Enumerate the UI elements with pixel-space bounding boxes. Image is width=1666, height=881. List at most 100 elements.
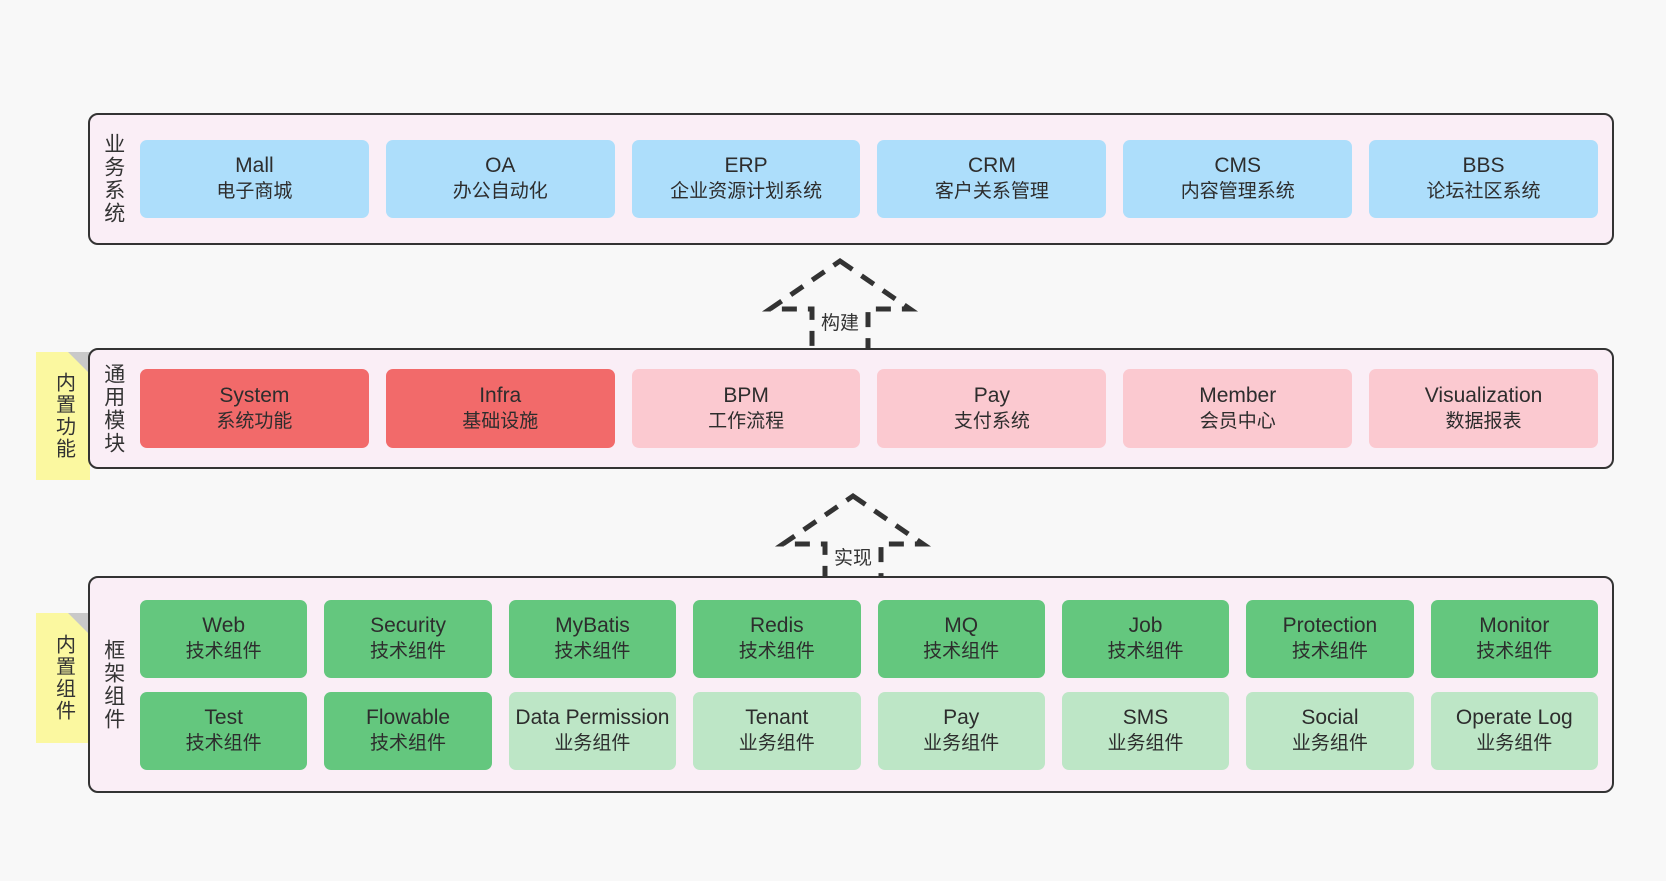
arrow-implement: 实现	[773, 490, 933, 590]
card-title: Test	[204, 705, 243, 729]
card-title: Web	[202, 613, 246, 637]
arrow-build-shape	[761, 257, 919, 355]
card-title: Monitor	[1479, 613, 1550, 637]
card-subtitle: 业务组件	[738, 732, 815, 754]
framework-card-mybatis[interactable]: MyBatis 技术组件	[508, 599, 677, 678]
card-subtitle: 内容管理系统	[1180, 181, 1295, 203]
card-subtitle: 工作流程	[708, 410, 785, 432]
card-title: MQ	[944, 613, 979, 637]
module-card-visualization[interactable]: Visualization 数据报表	[1369, 369, 1598, 448]
card-title: Mall	[235, 154, 274, 178]
module-card-pay[interactable]: Pay 支付系统	[877, 369, 1107, 448]
card-subtitle: 技术组件	[1291, 640, 1368, 662]
card-title: Redis	[749, 613, 804, 637]
framework-card-test[interactable]: Test 技术组件	[140, 691, 308, 770]
note-builtin-features-label: 内置功能	[52, 372, 75, 460]
card-title: CMS	[1214, 154, 1262, 178]
card-subtitle: 系统功能	[216, 410, 293, 432]
card-title: Pay	[973, 383, 1010, 407]
framework-card-social[interactable]: Social 业务组件	[1246, 691, 1414, 770]
framework-card-sms[interactable]: SMS 业务组件	[1061, 691, 1230, 770]
card-title: BPM	[723, 383, 769, 407]
card-title: Operate Log	[1455, 705, 1573, 729]
layer-business-systems-title: 业务系统	[101, 133, 125, 225]
card-subtitle: 办公自动化	[452, 181, 548, 203]
framework-card-tenant[interactable]: Tenant 业务组件	[693, 691, 861, 770]
layer-common-modules-title: 通用模块	[101, 362, 125, 455]
framework-card-security[interactable]: Security 技术组件	[324, 599, 492, 678]
card-title: Pay	[943, 705, 980, 729]
card-title: Member	[1199, 383, 1277, 407]
card-subtitle: 论坛社区系统	[1426, 181, 1541, 203]
card-subtitle: 企业资源计划系统	[670, 181, 823, 203]
card-subtitle: 技术组件	[923, 640, 1000, 662]
card-title: Data Permission	[515, 705, 670, 729]
card-title: Security	[370, 613, 446, 637]
card-title: Tenant	[745, 705, 809, 729]
module-card-infra[interactable]: Infra 基础设施	[385, 369, 615, 448]
framework-card-web[interactable]: Web 技术组件	[140, 599, 308, 678]
card-subtitle: 基础设施	[462, 410, 539, 432]
card-title: SMS	[1122, 705, 1169, 729]
note-builtin-features: 内置功能	[36, 352, 90, 480]
framework-card-protection[interactable]: Protection 技术组件	[1246, 599, 1414, 678]
card-subtitle: 技术组件	[1107, 640, 1184, 662]
module-card-bpm[interactable]: BPM 工作流程	[631, 369, 861, 448]
layer-common-modules: 通用模块 System 系统功能 Infra 基础设施 BPM 工作流程 Pay 支付系统 Me…	[88, 348, 1614, 469]
framework-card-mq[interactable]: MQ 技术组件	[877, 599, 1045, 678]
card-subtitle: 技术组件	[554, 640, 631, 662]
note-fold-corner-icon	[68, 352, 90, 374]
card-subtitle: 客户关系管理	[934, 181, 1049, 203]
arrow-implement-shape	[774, 492, 932, 590]
business-card-cms[interactable]: CMS 内容管理系统	[1123, 140, 1353, 218]
card-subtitle: 技术组件	[370, 640, 447, 662]
card-title: CRM	[967, 154, 1016, 178]
card-title: Flowable	[366, 705, 451, 729]
framework-card-data-permission[interactable]: Data Permission 业务组件	[508, 691, 677, 770]
card-subtitle: 技术组件	[370, 732, 447, 754]
framework-card-pay[interactable]: Pay 业务组件	[877, 691, 1045, 770]
card-title: MyBatis	[555, 613, 630, 637]
card-subtitle: 业务组件	[923, 732, 1000, 754]
card-title: ERP	[724, 154, 768, 178]
card-title: System	[219, 383, 290, 407]
card-subtitle: 业务组件	[1476, 732, 1553, 754]
card-subtitle: 数据报表	[1445, 410, 1522, 432]
card-subtitle: 技术组件	[1476, 640, 1553, 662]
card-subtitle: 技术组件	[185, 732, 262, 754]
arrow-build: 构建	[760, 255, 920, 355]
card-title: Job	[1128, 613, 1163, 637]
business-card-crm[interactable]: CRM 客户关系管理	[877, 140, 1107, 218]
note-builtin-components: 内置组件	[36, 613, 90, 743]
card-title: Infra	[479, 383, 522, 407]
framework-card-job[interactable]: Job 技术组件	[1061, 599, 1230, 678]
business-card-erp[interactable]: ERP 企业资源计划系统	[631, 140, 861, 218]
card-subtitle: 业务组件	[1107, 732, 1184, 754]
module-card-system[interactable]: System 系统功能	[140, 369, 369, 448]
framework-card-monitor[interactable]: Monitor 技术组件	[1430, 599, 1598, 678]
card-subtitle: 业务组件	[554, 732, 631, 754]
framework-card-flowable[interactable]: Flowable 技术组件	[324, 691, 492, 770]
card-subtitle: 技术组件	[185, 640, 262, 662]
framework-card-operate-log[interactable]: Operate Log 业务组件	[1430, 691, 1598, 770]
card-title: Protection	[1282, 613, 1378, 637]
card-title: Visualization	[1424, 383, 1543, 407]
card-subtitle: 业务组件	[1291, 732, 1368, 754]
card-title: Social	[1301, 705, 1359, 729]
card-subtitle: 支付系统	[953, 410, 1030, 432]
